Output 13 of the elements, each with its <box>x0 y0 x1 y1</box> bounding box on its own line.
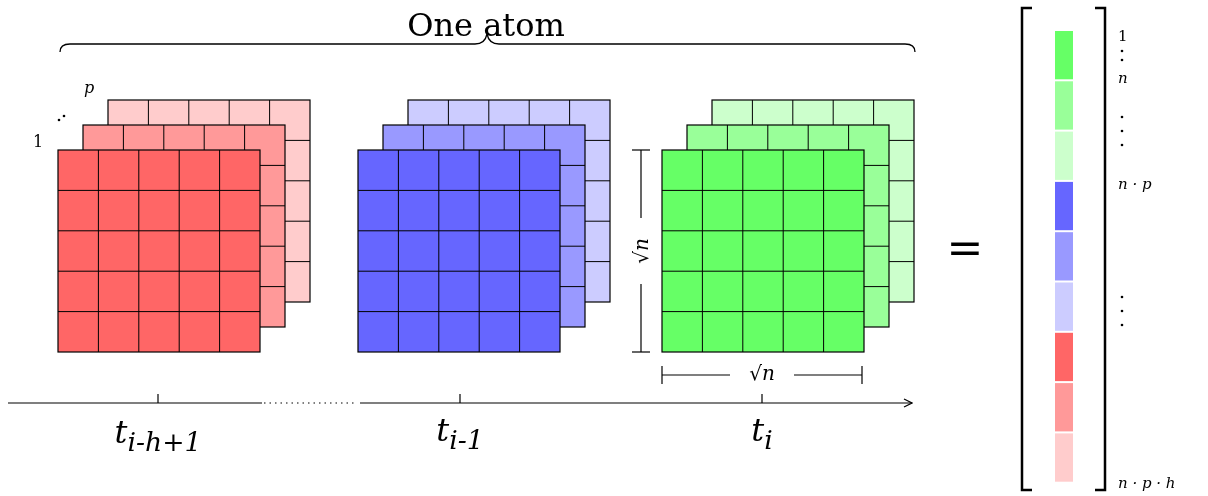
index-label: 1 <box>1118 28 1128 44</box>
equals-sign: = <box>946 226 984 270</box>
layer-label: 1 <box>32 134 44 150</box>
layer-label: p <box>83 80 95 96</box>
brace-label: One atom <box>407 9 565 41</box>
time-label: t$_{i}$ <box>751 414 773 454</box>
dimension-label: √n <box>749 363 775 383</box>
index-label: n · p <box>1118 176 1152 192</box>
dimension-label: √n <box>631 238 651 264</box>
index-label: n <box>1118 70 1128 86</box>
index-label: n · p · h <box>1118 475 1176 491</box>
time-label: t$_{i-h+1}$ <box>114 416 202 456</box>
time-label: t$_{i-1}$ <box>436 414 484 454</box>
